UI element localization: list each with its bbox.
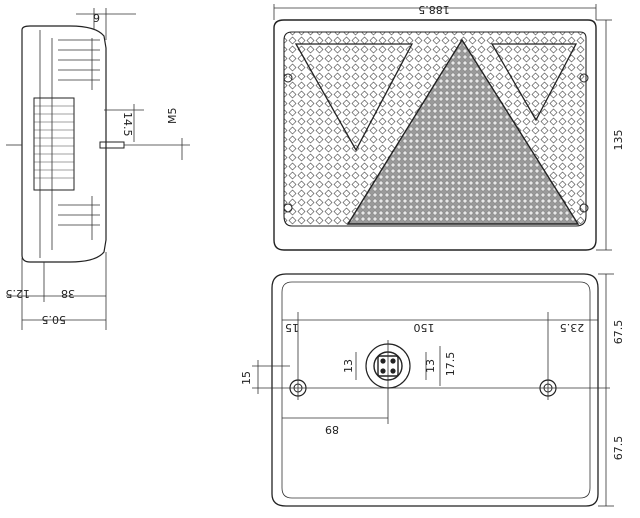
dim-67-5-bottom: 67.5 — [612, 436, 625, 461]
dim-89: 89 — [325, 423, 339, 436]
dim-13-right: 13 — [424, 359, 437, 373]
dim-13-left: 13 — [342, 359, 355, 373]
top-ribs — [58, 38, 100, 90]
front-view: 188.5 135 — [273, 3, 625, 251]
dim-17-5: 17.5 — [444, 352, 457, 377]
dim-38: 38 — [61, 287, 75, 300]
dim-135: 135 — [612, 130, 625, 151]
dim-50-5: 50.5 — [42, 313, 67, 326]
dim-m5: M5 — [166, 108, 179, 125]
dim-6: 6 — [93, 11, 100, 24]
rear-view: 15 150 23.5 67.5 67.5 13 13 17.5 15 89 — [240, 273, 625, 507]
screw-hole — [283, 203, 293, 213]
screw-hole — [283, 73, 293, 83]
screw-hole — [579, 73, 589, 83]
side-view: 6 14.5 M5 12.5 38 50.5 — [6, 8, 190, 330]
window-hatch — [34, 105, 74, 179]
dim-14-5: 14.5 — [121, 112, 134, 137]
dim-188-5: 188.5 — [418, 3, 450, 16]
screw-hole — [579, 203, 589, 213]
dim-15-stud: 15 — [240, 371, 253, 385]
dim-23-5: 23.5 — [560, 321, 585, 334]
dim-12-5: 12.5 — [6, 287, 31, 300]
reflector-triangle — [346, 38, 580, 225]
dim-150: 150 — [414, 321, 435, 334]
dim-67-5-top: 67.5 — [612, 320, 625, 345]
bottom-ribs — [58, 196, 100, 240]
dim-15-left: 15 — [285, 321, 299, 334]
